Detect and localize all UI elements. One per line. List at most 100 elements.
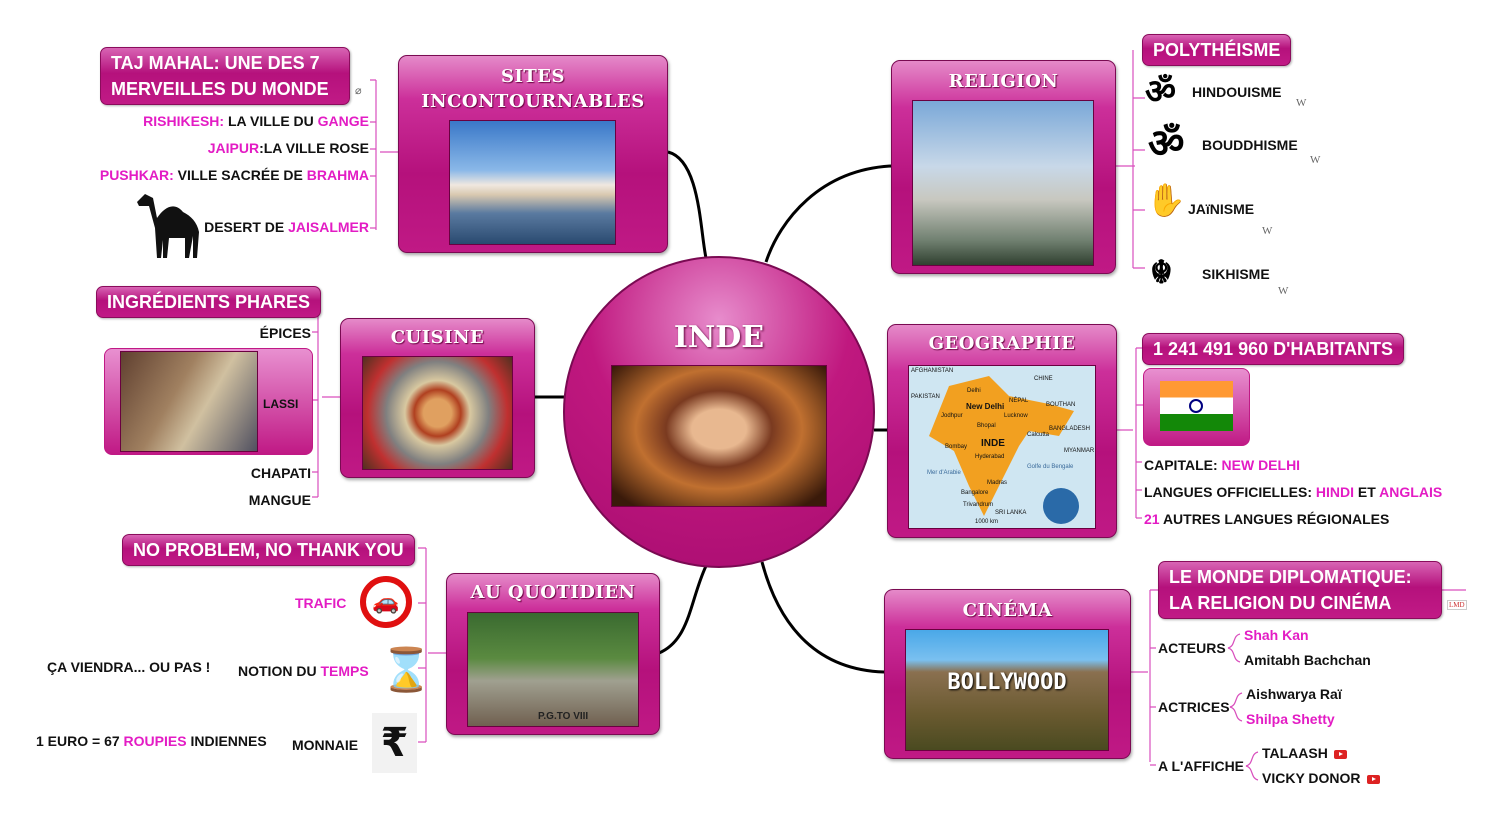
txt: GANGE xyxy=(317,113,369,129)
ingredient-mangue[interactable]: MANGUE xyxy=(248,492,311,508)
wikipedia-icon[interactable]: W xyxy=(1296,97,1307,109)
india-map-image: AFGHANISTAN CHINE PAKISTAN New Delhi NÉP… xyxy=(908,365,1096,529)
wikipedia-icon[interactable]: W xyxy=(1278,285,1289,297)
pill-line-1: LE MONDE DIPLOMATIQUE: xyxy=(1169,567,1412,587)
map-label: Lucknow xyxy=(1004,413,1028,419)
wikipedia-icon[interactable]: W xyxy=(1310,154,1321,166)
topic-title: AU QUOTIDIEN xyxy=(470,582,636,603)
site-jaisalmer[interactable]: DESERT DE JAISALMER xyxy=(204,218,369,236)
pill-ingredients-phares[interactable]: INGRÉDIENTS PHARES xyxy=(96,286,322,318)
cinema-acteurs[interactable]: ACTEURS xyxy=(1158,640,1226,656)
topic-title: RELIGION xyxy=(948,71,1059,92)
topic-sites-incontournables[interactable]: SITES INCONTOURNABLES xyxy=(398,55,668,253)
temps-note[interactable]: ÇA VIENDRA... OU PAS ! xyxy=(47,659,211,675)
youtube-icon[interactable] xyxy=(1333,749,1347,759)
ingredient-chapati[interactable]: CHAPATI xyxy=(250,465,311,481)
txt: TALAASH xyxy=(1262,745,1328,761)
shiva-statue-image xyxy=(912,100,1094,266)
map-label: Hyderabad xyxy=(975,454,1005,460)
pill-polytheisme[interactable]: POLYTHÉISME xyxy=(1142,34,1292,66)
link-icon[interactable]: ⌀ xyxy=(355,85,362,97)
actrice-shilpa[interactable]: Shilpa Shetty xyxy=(1246,711,1335,727)
txt: NEW DELHI xyxy=(1221,457,1301,473)
map-label: SRI LANKA xyxy=(995,510,1027,516)
txt: VILLE SACRÉE DE xyxy=(173,167,307,183)
site-jaipur[interactable]: JAIPUR:LA VILLE ROSE xyxy=(208,139,369,157)
rupee-icon: ₹ xyxy=(372,713,417,773)
geo-capitale[interactable]: CAPITALE: NEW DELHI xyxy=(1144,456,1300,474)
txt: :LA VILLE ROSE xyxy=(259,140,369,156)
religion-bouddhisme[interactable]: BOUDDHISME xyxy=(1202,137,1298,153)
pill-line-1: TAJ MAHAL: UNE DES 7 xyxy=(111,53,320,73)
film-talaash[interactable]: TALAASH xyxy=(1262,744,1347,762)
topic-title: CUISINE xyxy=(390,327,485,348)
map-label: Jodhpur xyxy=(941,413,963,419)
txt: BRAHMA xyxy=(306,167,369,183)
lassi-node[interactable]: LASSI xyxy=(104,348,313,455)
central-topic[interactable]: INDE xyxy=(563,256,875,568)
pill-habitants[interactable]: 1 241 491 960 D'HABITANTS xyxy=(1142,333,1405,365)
thali-image xyxy=(362,356,513,470)
site-pushkar[interactable]: PUSHKAR: VILLE SACRÉE DE BRAHMA xyxy=(100,166,369,184)
map-label: Delhi xyxy=(967,388,981,394)
bollywood-sign-text: BOLLYWOOD xyxy=(947,670,1067,695)
actrice-aishwarya[interactable]: Aishwarya Raï xyxy=(1246,686,1342,702)
religion-jainisme[interactable]: JAïNISME xyxy=(1188,201,1255,217)
txt: TEMPS xyxy=(320,663,369,679)
txt: LA VILLE DU xyxy=(224,113,318,129)
topic-cuisine[interactable]: CUISINE xyxy=(340,318,535,478)
txt: ROUPIES xyxy=(123,733,187,749)
cinema-affiche[interactable]: A L'AFFICHE xyxy=(1158,758,1245,774)
cinema-actrices[interactable]: ACTRICES xyxy=(1158,699,1230,715)
acteur-amitabh[interactable]: Amitabh Bachchan xyxy=(1244,652,1371,668)
map-label: Calcutta xyxy=(1027,432,1050,438)
acteur-shah-kan[interactable]: Shah Kan xyxy=(1244,627,1309,643)
traffic-sign-icon: 🚗 xyxy=(360,576,412,628)
map-label: BANGLADESH xyxy=(1049,426,1091,432)
india-flag-node[interactable] xyxy=(1143,368,1250,446)
topic-geographie[interactable]: GEOGRAPHIE AFGHANISTAN CHINE PAKISTAN Ne… xyxy=(887,324,1117,538)
txt: NOTION DU xyxy=(238,663,321,679)
geo-langues[interactable]: LANGUES OFFICIELLES: HINDI ET ANGLAIS xyxy=(1144,483,1442,501)
txt: VICKY DONOR xyxy=(1262,770,1361,786)
topic-religion[interactable]: RELIGION xyxy=(891,60,1116,274)
txt: HINDI xyxy=(1315,484,1355,500)
khanda-icon: ☬ xyxy=(1150,254,1173,290)
lassi-image xyxy=(120,351,258,452)
site-rishikesh[interactable]: RISHIKESH: LA VILLE DU GANGE xyxy=(143,112,369,130)
topic-cinema[interactable]: CINÉMA BOLLYWOOD xyxy=(884,589,1131,759)
map-label: New Delhi xyxy=(966,402,1005,411)
religion-hindouisme[interactable]: HINDOUISME xyxy=(1192,84,1282,100)
quotidien-monnaie[interactable]: MONNAIE xyxy=(292,737,359,753)
map-label: Mer d'Arabie xyxy=(927,470,961,476)
txt: ANGLAIS xyxy=(1379,484,1443,500)
map-label: AFGHANISTAN xyxy=(911,368,954,374)
map-label: Trivandrum xyxy=(963,502,994,508)
lmd-link-icon[interactable]: LMD xyxy=(1447,600,1467,610)
religion-sikhisme[interactable]: SIKHISME xyxy=(1202,266,1270,282)
txt: RISHIKESH: xyxy=(143,113,225,129)
ingredient-epices[interactable]: ÉPICES xyxy=(259,325,311,341)
film-vicky-donor[interactable]: VICKY DONOR xyxy=(1262,769,1380,787)
hourglass-icon: ⌛ xyxy=(380,646,433,693)
map-label: NÉPAL xyxy=(1009,398,1029,404)
map-label: Golfe du Bengale xyxy=(1027,464,1074,470)
txt: JAISALMER xyxy=(288,219,369,235)
map-label: CHINE xyxy=(1034,376,1053,382)
geo-regionales[interactable]: 21 AUTRES LANGUES RÉGIONALES xyxy=(1144,510,1389,528)
quotidien-temps[interactable]: NOTION DU TEMPS xyxy=(238,662,369,680)
monnaie-note[interactable]: 1 EURO = 67 ROUPIES INDIENNES xyxy=(36,732,267,750)
pill-monde-diplomatique[interactable]: LE MONDE DIPLOMATIQUE: LA RELIGION DU CI… xyxy=(1158,561,1442,619)
central-title: INDE xyxy=(673,320,765,355)
youtube-icon[interactable] xyxy=(1366,774,1380,784)
topic-au-quotidien[interactable]: AU QUOTIDIEN P.G.TO VIII xyxy=(446,573,660,735)
pill-no-problem[interactable]: NO PROBLEM, NO THANK YOU xyxy=(122,534,415,566)
pill-taj-mahal[interactable]: TAJ MAHAL: UNE DES 7 MERVEILLES DU MONDE xyxy=(100,47,350,105)
taj-mahal-image xyxy=(449,120,616,245)
map-label: INDE xyxy=(981,438,1005,449)
quotidien-trafic[interactable]: TRAFIC xyxy=(295,595,347,611)
wikipedia-icon[interactable]: W xyxy=(1262,225,1273,237)
street-image: P.G.TO VIII xyxy=(467,612,639,727)
camel-icon xyxy=(137,194,199,258)
